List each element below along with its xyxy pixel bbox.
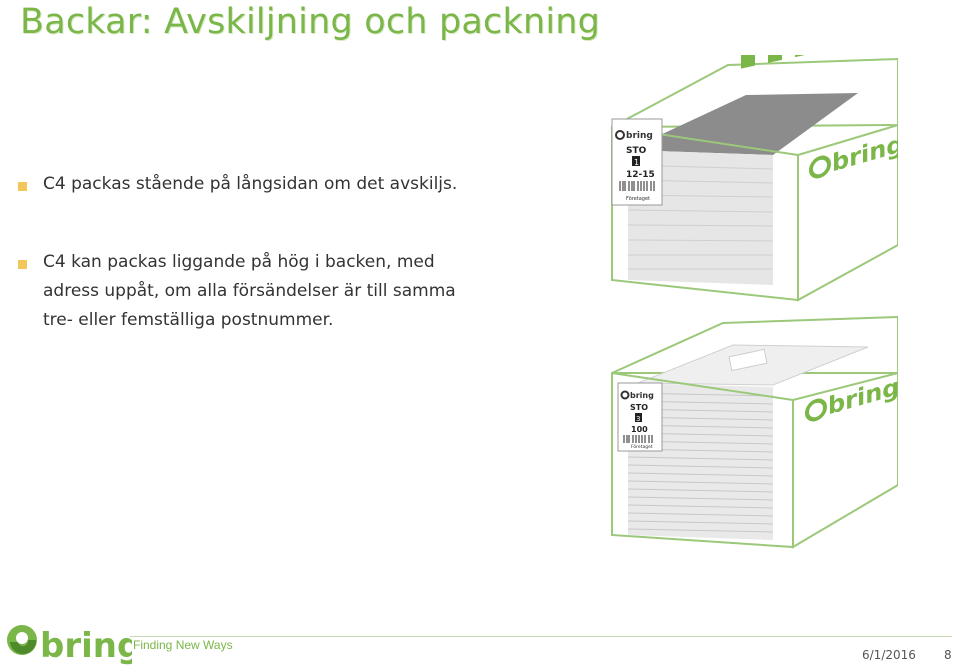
label-code: 3	[636, 415, 640, 423]
shipping-label: bring STO 1 12-15 Företaget	[611, 118, 663, 206]
label-brand: bring	[630, 391, 654, 400]
mail-tray-illustration: bring bring STO 1 12-15 Företaget	[611, 55, 898, 549]
label-footer: Företaget	[631, 444, 653, 450]
bullet-text: C4 packas stående på långsidan om det av…	[43, 174, 458, 194]
label-destination: STO	[630, 403, 648, 412]
bullet-marker	[18, 260, 27, 269]
label-range: 100	[631, 425, 648, 434]
bullet-text: C4 kan packas liggande på hög i backen, …	[43, 252, 456, 330]
label-code: 1	[634, 158, 639, 167]
label-range: 12-15	[626, 170, 655, 180]
footer-tagline: Finding New Ways	[133, 638, 233, 652]
tray-upright-mail: bring bring STO 1 12-15 Företaget	[611, 55, 898, 302]
logo-text: bring	[40, 626, 132, 666]
footer-divider	[130, 636, 952, 637]
page-number: 8	[944, 648, 952, 662]
slide-title: Backar: Avskiljning och packning	[20, 2, 601, 42]
label-destination: STO	[626, 146, 647, 156]
tray-stacked-mail: bring bring STO 3 100 Företaget	[611, 315, 898, 549]
shipping-label: bring STO 3 100 Företaget	[617, 382, 663, 452]
label-footer: Företaget	[626, 196, 650, 202]
bullet-marker	[18, 182, 27, 191]
label-brand: bring	[626, 131, 653, 141]
bring-logo: bring	[7, 625, 132, 666]
footer-date: 6/1/2016	[862, 648, 916, 662]
